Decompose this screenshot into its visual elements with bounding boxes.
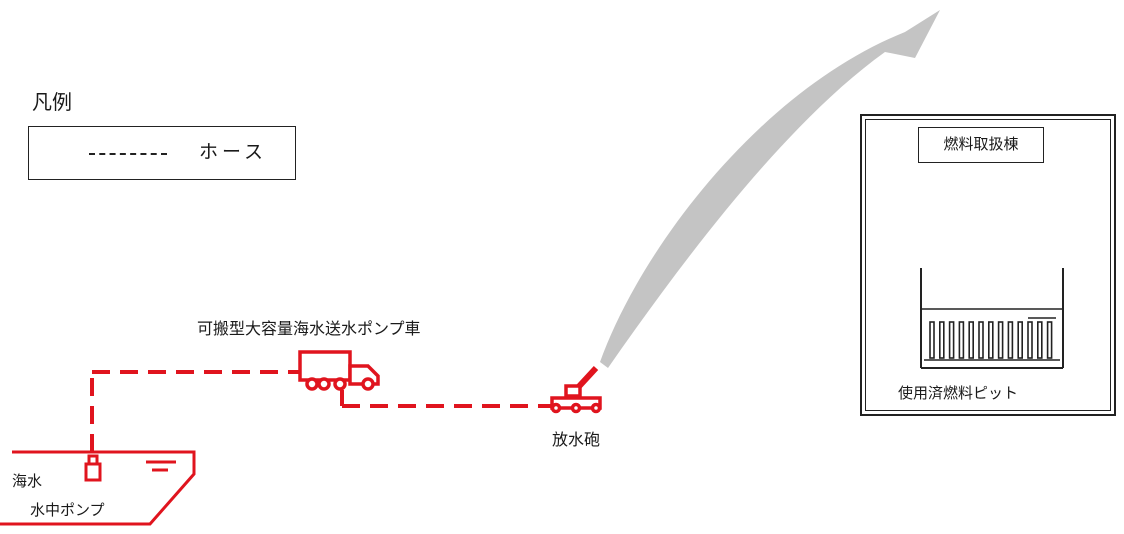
fuel-assembly [987, 321, 994, 359]
seawater-label: 海水 [12, 472, 43, 490]
fuel-assembly [929, 321, 935, 359]
water-cannon-icon [550, 365, 602, 414]
spent-fuel-pit [920, 268, 1064, 369]
legend-title: 凡例 [32, 90, 72, 114]
underwater-pump-icon [84, 454, 102, 482]
fuel-rack [929, 321, 1053, 359]
fuel-assembly [978, 321, 984, 359]
fuel-assembly [948, 321, 955, 359]
underwater-pump-label: 水中ポンプ [30, 501, 105, 519]
hose-lines [90, 370, 556, 452]
fuel-assembly [1027, 321, 1033, 359]
fuel-assembly [1046, 321, 1053, 359]
fuel-assembly [938, 321, 945, 359]
fuel-pit-label: 使用済燃料ピット [898, 384, 1019, 402]
fuel-assembly [1037, 321, 1043, 359]
truck-label: 可搬型大容量海水送水ポンプ車 [197, 319, 421, 338]
legend-hose-dash [89, 153, 167, 155]
fuel-assembly [968, 321, 975, 359]
water-spray-arc [600, 10, 940, 368]
seawater-basin [0, 450, 196, 526]
building-label-box: 燃料取扱棟 [918, 127, 1044, 163]
fuel-assembly [1007, 321, 1014, 359]
building-label: 燃料取扱棟 [943, 135, 1019, 153]
fuel-assembly [1017, 321, 1024, 359]
fuel-assembly [997, 321, 1004, 359]
fuel-assembly [958, 321, 965, 359]
legend-hose-label: ホース [199, 141, 268, 163]
cannon-label: 放水砲 [552, 430, 601, 449]
pump-truck-icon [298, 350, 380, 391]
fuel-handling-building-inner [865, 119, 1111, 411]
fuel-handling-building [860, 114, 1116, 416]
legend-box: ホース [28, 126, 296, 180]
